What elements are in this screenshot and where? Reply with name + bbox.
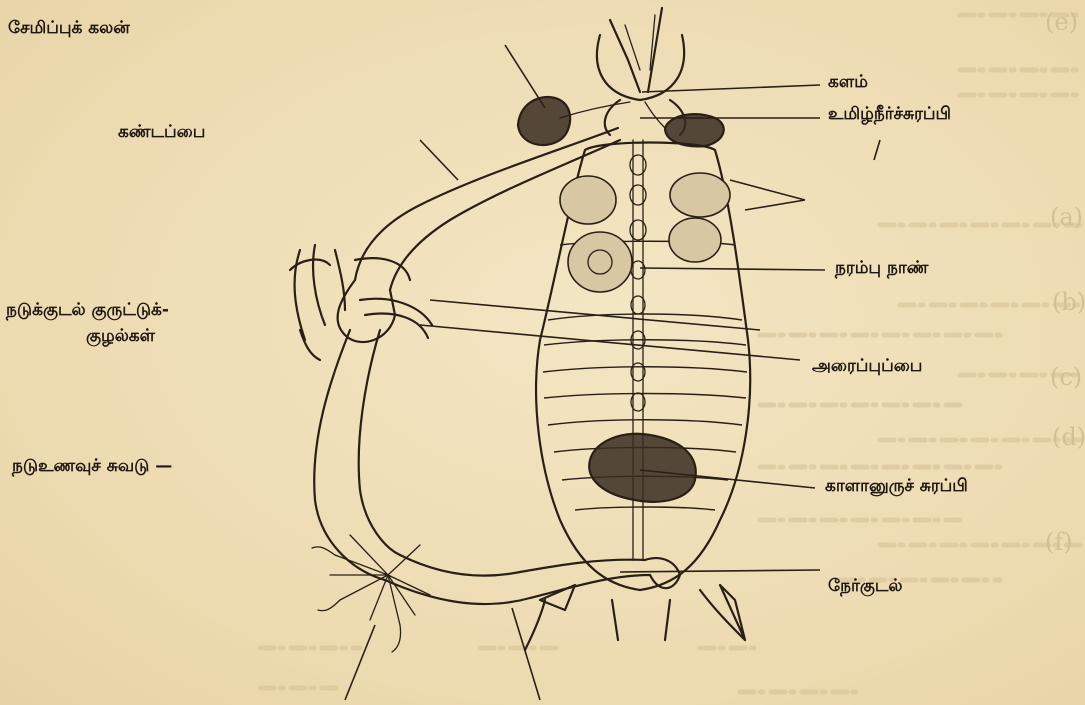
label-midgut-wall: நடுஉணவுச் சுவடு —	[12, 456, 172, 476]
label-gizzard: அரைப்புப்பை	[812, 356, 922, 376]
salivary-structures	[518, 97, 724, 146]
label-salivary-reservoir: சேமிப்புக் கலன்	[8, 18, 130, 38]
head	[597, 8, 685, 135]
label-gastric-caeca-line1: நடுக்குடல் குருட்டுக்-	[6, 300, 169, 320]
label-rectum: நேர்குடல்	[828, 576, 903, 596]
label-gastric-caeca-line2: குழல்கள்	[86, 326, 155, 346]
label-esophagus: கண்டப்பை	[118, 122, 205, 142]
label-nerve-cord: நரம்பு நாண்	[835, 258, 928, 278]
label-crop: களம்	[828, 72, 868, 92]
body-outline	[525, 143, 750, 651]
alimentary-canal	[314, 128, 680, 604]
label-colleterial-gland: காளானுருச் சுரப்பி	[825, 476, 968, 496]
colleterial-gland-mass	[589, 434, 696, 502]
label-salivary-gland: உமிழ்நீர்ச்சுரப்பி	[828, 104, 951, 124]
